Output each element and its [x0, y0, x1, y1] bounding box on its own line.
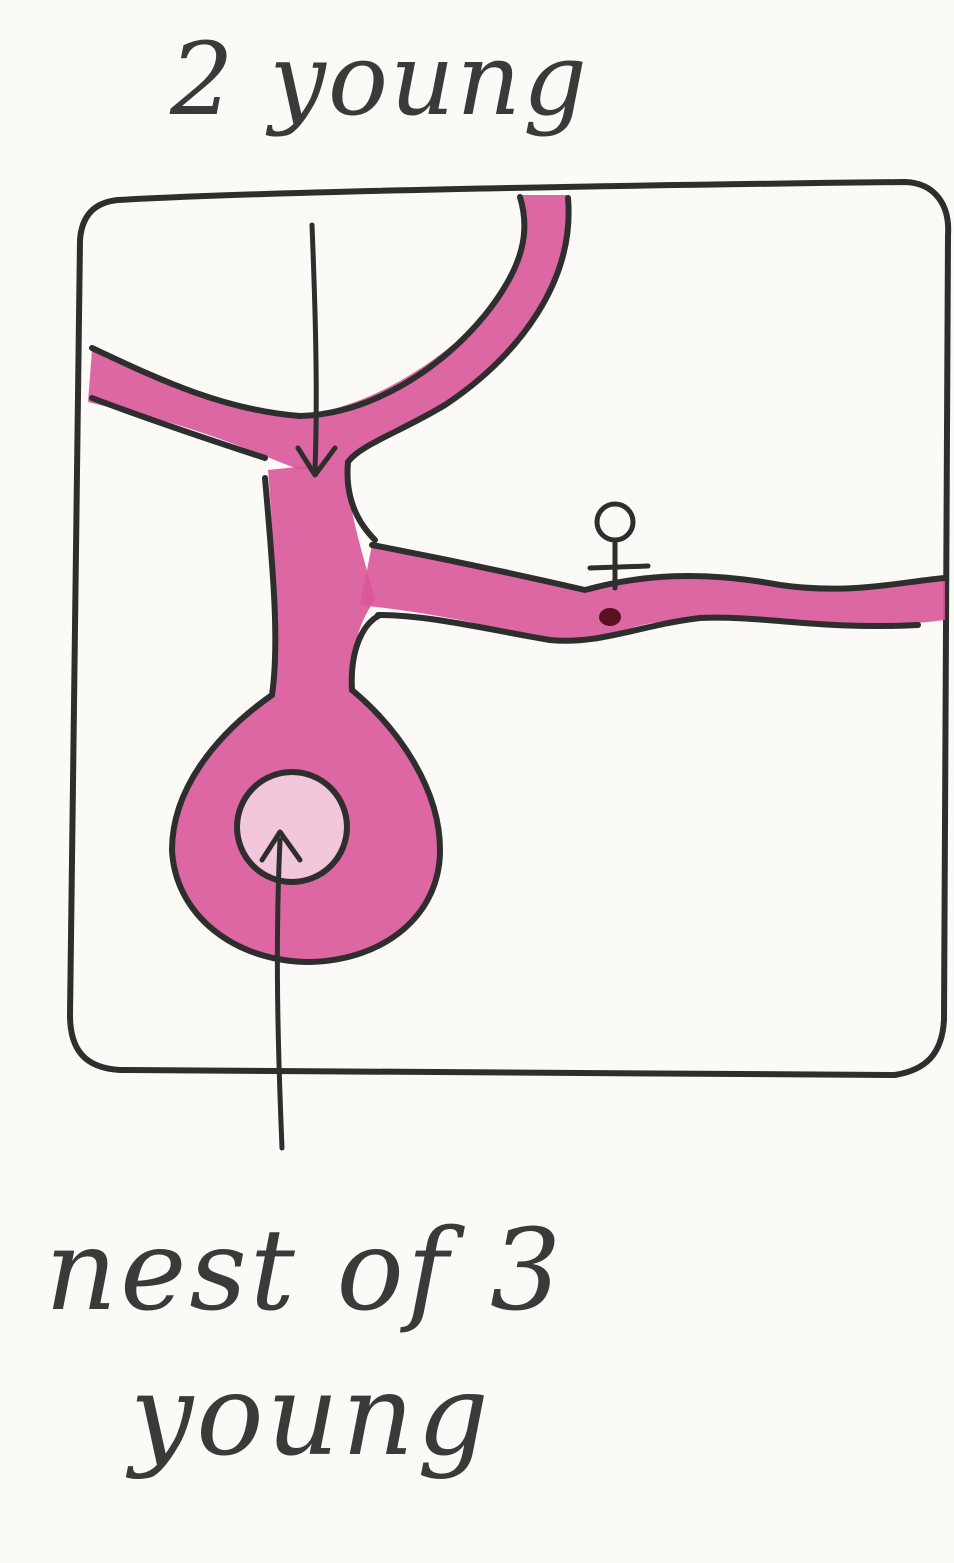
nest-chamber-inner [240, 775, 344, 879]
label-nest-of-3: nest of 3 [45, 1215, 564, 1327]
female-animal-dot [599, 608, 621, 626]
female-symbol-icon [590, 504, 648, 588]
label-two-young: 2 young [170, 30, 589, 130]
burrow-shaft-and-chamber [172, 462, 440, 962]
burrow-tunnel-upper [88, 195, 569, 470]
label-young: young [130, 1360, 492, 1472]
